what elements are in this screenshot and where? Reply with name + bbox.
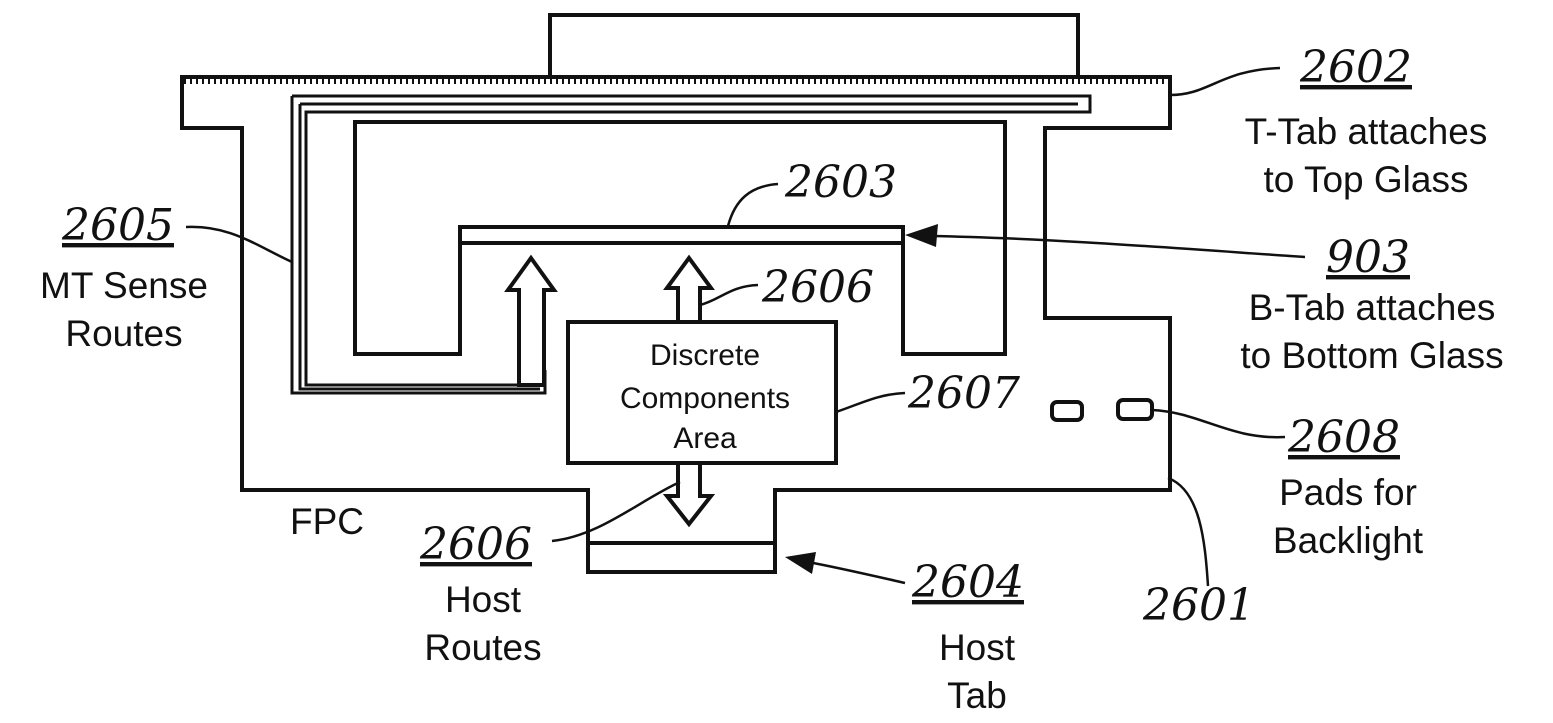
arrow-2604-head — [785, 552, 816, 574]
label-host-routes-2: Routes — [424, 627, 541, 668]
ref-2608: 2608 — [1287, 412, 1400, 463]
ref-2605: 2605 — [61, 200, 174, 251]
label-t-tab-1: T-Tab attaches — [1245, 111, 1488, 152]
label-host-tab-1: Host — [939, 627, 1016, 668]
backlight-pad-right — [1116, 398, 1154, 421]
arrow-903-head — [905, 224, 938, 247]
discrete-up-arrow — [663, 254, 715, 324]
host-down-arrow — [662, 460, 716, 528]
label-discrete-2: Components — [620, 382, 790, 415]
label-t-tab-2: to Top Glass — [1264, 159, 1469, 200]
arrow-903 — [929, 234, 1306, 259]
label-host-tab-2: Tab — [947, 675, 1007, 716]
leader-2605 — [185, 225, 293, 264]
ref-2603: 2603 — [784, 157, 897, 208]
ref-903: 903 — [1326, 232, 1410, 283]
ref-2606-bottom: 2606 — [419, 519, 532, 570]
label-pads-2: Backlight — [1273, 520, 1424, 561]
ref-2601: 2601 — [1142, 580, 1255, 631]
discrete-components-box — [566, 320, 838, 465]
leader-2606b — [551, 480, 681, 543]
leader-2606a — [699, 283, 759, 307]
label-discrete-1: Discrete — [650, 339, 760, 372]
leader-2607 — [835, 391, 906, 414]
arrow-2604 — [807, 560, 906, 585]
label-b-tab-2: to Bottom Glass — [1240, 335, 1503, 376]
ref-2606-top: 2606 — [761, 262, 874, 313]
label-discrete-3: Area — [673, 422, 737, 455]
label-host-routes-1: Host — [445, 579, 522, 620]
top-glass — [548, 13, 1080, 79]
label-mt-sense-1: MT Sense — [40, 265, 208, 306]
label-mt-sense-2: Routes — [65, 313, 182, 354]
leader-2602 — [1169, 66, 1281, 97]
backlight-pad-left — [1050, 400, 1084, 422]
b-tab-strip — [458, 225, 905, 245]
ref-2604: 2604 — [911, 557, 1024, 608]
leader-2603 — [726, 182, 779, 227]
ref-2607: 2607 — [907, 368, 1020, 419]
mt-route-up-arrow — [504, 254, 558, 387]
label-pads-1: Pads for — [1279, 472, 1417, 513]
label-fpc: FPC — [290, 501, 364, 542]
mt-sense-route-outer — [292, 94, 1092, 387]
leader-2608 — [1151, 408, 1286, 439]
ref-2602: 2602 — [1299, 42, 1412, 93]
mt-sense-route-left — [298, 104, 540, 391]
leader-2601 — [1167, 476, 1210, 587]
label-b-tab-1: B-Tab attaches — [1249, 287, 1496, 328]
